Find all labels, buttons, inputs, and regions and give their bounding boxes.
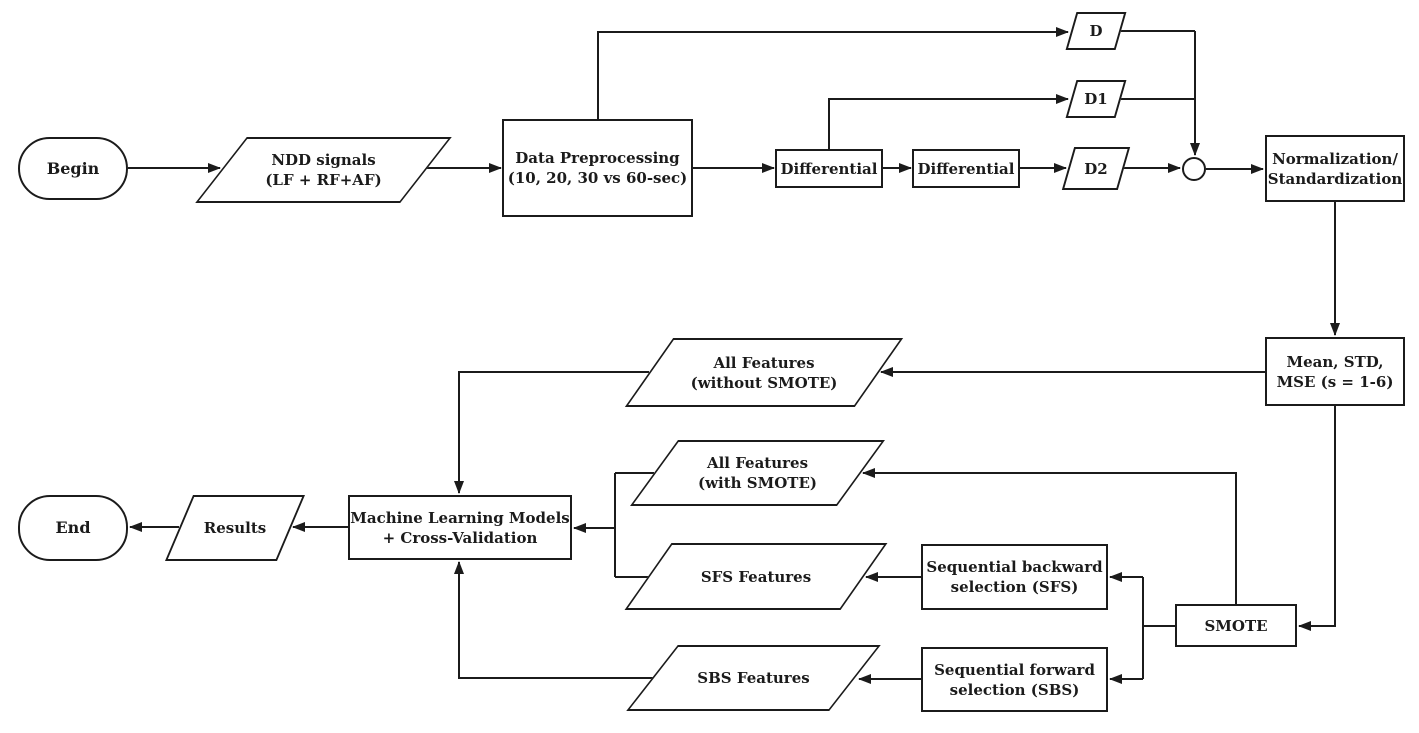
node-d2: D2 [1061, 147, 1131, 190]
ndd-label: NDD signals (LF + RF+AF) [265, 151, 382, 189]
junction-circle [1182, 157, 1206, 181]
node-ml-models: Machine Learning Models + Cross-Validati… [348, 495, 572, 560]
all-features-without-smote-label: All Features (without SMOTE) [690, 353, 838, 392]
differential-1-label: Differential [780, 159, 878, 178]
node-mean-std-mse: Mean, STD, MSE (s = 1-6) [1265, 337, 1405, 406]
edge-allfeatures-wo-ml [454, 371, 649, 494]
sfs-features-label: SFS Features [700, 567, 812, 586]
mean-std-mse-label: Mean, STD, MSE (s = 1-6) [1276, 352, 1394, 391]
node-differential-2: Differential [912, 149, 1020, 188]
sequential-backward-label: Sequential backward selection (SFS) [926, 558, 1103, 596]
node-data-preprocessing: Data Preprocessing (10, 20, 30 vs 60-sec… [502, 119, 693, 217]
d1-label: D1 [1084, 90, 1108, 108]
d2-label: D2 [1084, 159, 1108, 178]
edge-smote-allfeatures-w [862, 468, 1237, 604]
node-d: D [1065, 12, 1127, 50]
data-preprocessing-label: Data Preprocessing (10, 20, 30 vs 60-sec… [507, 149, 688, 187]
ml-models-label: Machine Learning Models + Cross-Validati… [350, 508, 570, 547]
node-ndd-signals: NDD signals (LF + RF+AF) [195, 137, 452, 203]
node-normalization: Normalization/ Standardization [1265, 135, 1405, 202]
all-features-with-smote-label: All Features (with SMOTE) [698, 454, 817, 492]
normalization-label: Normalization/ Standardization [1267, 149, 1403, 188]
node-all-features-without-smote: All Features (without SMOTE) [624, 338, 904, 407]
edge-differential1-d1 [828, 94, 1069, 149]
begin-label: Begin [46, 158, 100, 178]
edge-preprocessing-d [597, 27, 1069, 119]
node-smote: SMOTE [1175, 604, 1297, 647]
differential-2-label: Differential [917, 159, 1015, 178]
smote-label: SMOTE [1204, 616, 1268, 635]
sequential-forward-label: Sequential forward selection (SBS) [934, 660, 1095, 699]
results-label: Results [203, 519, 267, 537]
end-label: End [55, 518, 91, 537]
edge-meanstd-smote [1298, 406, 1336, 631]
node-sequential-backward-selection: Sequential backward selection (SFS) [921, 544, 1108, 610]
node-results: Results [164, 495, 306, 561]
sbs-features-label: SBS Features [697, 669, 810, 687]
node-sbs-features: SBS Features [626, 645, 881, 711]
d-label: D [1089, 22, 1103, 40]
node-end: End [18, 495, 128, 561]
node-sequential-forward-selection: Sequential forward selection (SBS) [921, 647, 1108, 712]
node-d1: D1 [1065, 80, 1127, 118]
edge-sbsfeatures-ml [454, 561, 653, 679]
node-begin: Begin [18, 137, 128, 200]
node-all-features-with-smote: All Features (with SMOTE) [630, 440, 885, 506]
node-differential-1: Differential [775, 149, 883, 188]
node-sfs-features: SFS Features [624, 543, 888, 610]
